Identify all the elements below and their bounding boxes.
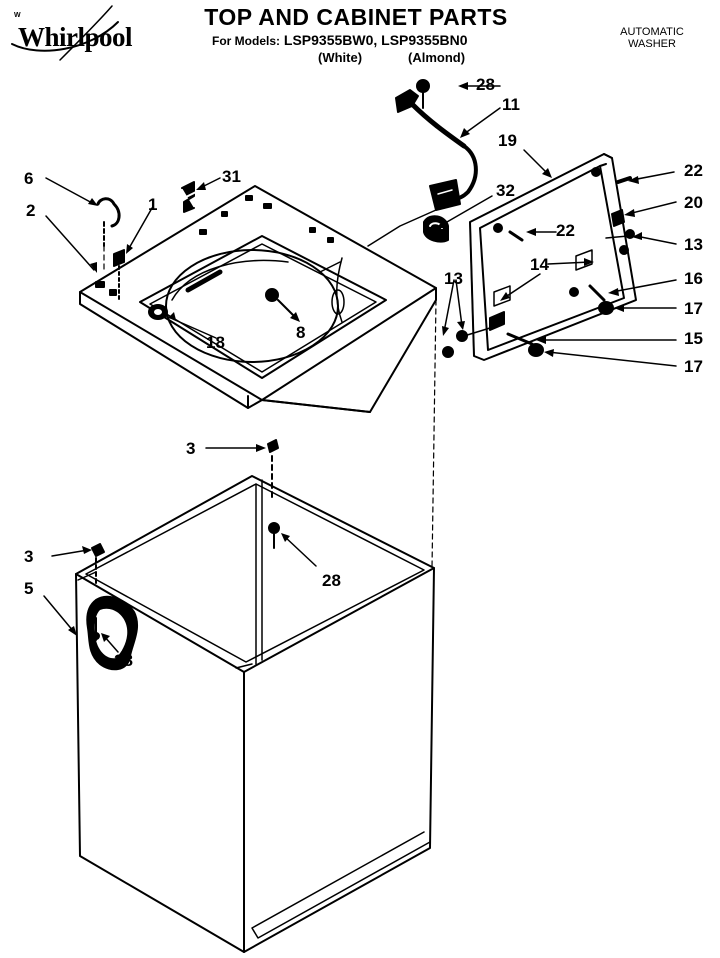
callout-32: 32 xyxy=(496,181,515,200)
callout-14: 14 xyxy=(530,255,549,274)
category-line-1: AUTOMATIC xyxy=(620,26,684,38)
callout-22-right: 22 xyxy=(684,161,703,180)
lid-part-19 xyxy=(469,153,637,361)
callout-6: 6 xyxy=(24,169,34,188)
category-line-2: WASHER xyxy=(628,38,676,50)
clip-part-1 xyxy=(113,249,125,301)
callout-3-rear: 3 xyxy=(186,439,196,458)
color-white-label: (White) xyxy=(318,50,363,65)
callout-20: 20 xyxy=(684,193,703,212)
leader-lines xyxy=(43,85,677,653)
screws-part-13-left xyxy=(442,327,491,358)
callout-13-left: 13 xyxy=(444,269,463,288)
page-title: TOP AND CABINET PARTS xyxy=(204,4,508,30)
callout-11: 11 xyxy=(502,95,520,114)
bumper-part-17-lower xyxy=(528,343,544,357)
cabinet-part-5 xyxy=(75,475,435,953)
callout-28-top: 28 xyxy=(476,75,495,94)
callout-17-upper: 17 xyxy=(684,299,703,318)
models-list: LSP9355BW0, LSP9355BN0 xyxy=(283,32,468,48)
callout-28-middle: 28 xyxy=(322,571,341,590)
callout-16: 16 xyxy=(684,269,703,288)
screw-part-28-middle xyxy=(268,522,280,549)
callout-2: 2 xyxy=(26,201,36,220)
logo-swoosh xyxy=(11,5,119,61)
screw-part-28-top xyxy=(416,79,430,109)
cabinet-cutaway xyxy=(86,595,139,671)
clip-part-3-rear xyxy=(267,439,279,501)
color-almond-label: (Almond) xyxy=(408,50,466,65)
leader-arrowheads xyxy=(68,82,642,642)
bracket-part-31 xyxy=(181,181,197,213)
clip-part-6 xyxy=(96,197,121,247)
screw-part-8 xyxy=(265,288,297,319)
callout-3-front: 3 xyxy=(24,547,34,566)
callout-28-cutaway: 28 xyxy=(114,651,133,670)
callout-15: 15 xyxy=(684,329,703,348)
callout-1: 1 xyxy=(148,195,158,214)
alignment-lines xyxy=(103,245,437,569)
models-label: For Models: xyxy=(212,34,280,48)
callout-5: 5 xyxy=(24,579,34,598)
hinge-part-18 xyxy=(148,304,217,339)
model-numbers: For Models: LSP9355BW0, LSP9355BN0 xyxy=(212,32,468,48)
callout-31: 31 xyxy=(222,167,241,186)
washer-top-panel xyxy=(79,185,437,413)
screw-part-22-inner xyxy=(508,230,524,242)
spring-part-16 xyxy=(588,284,606,302)
callout-18: 18 xyxy=(206,333,225,352)
callout-13-right: 13 xyxy=(684,235,703,254)
clip-part-3-front xyxy=(91,543,105,585)
screws-part-13-right xyxy=(605,229,635,255)
bumper-part-17-upper xyxy=(598,301,614,315)
appliance-category: AUTOMATIC WASHER xyxy=(612,26,692,50)
rod-part-15 xyxy=(506,332,534,346)
callout-19: 19 xyxy=(498,131,517,150)
callout-17-lower: 17 xyxy=(684,357,703,376)
screw-part-22-right xyxy=(616,176,632,184)
wire-harness-part-11 xyxy=(367,89,478,247)
callout-22-inner: 22 xyxy=(556,221,575,240)
brand-mark: W xyxy=(14,12,22,19)
clip-part-20 xyxy=(611,209,625,227)
callout-8: 8 xyxy=(296,323,306,342)
